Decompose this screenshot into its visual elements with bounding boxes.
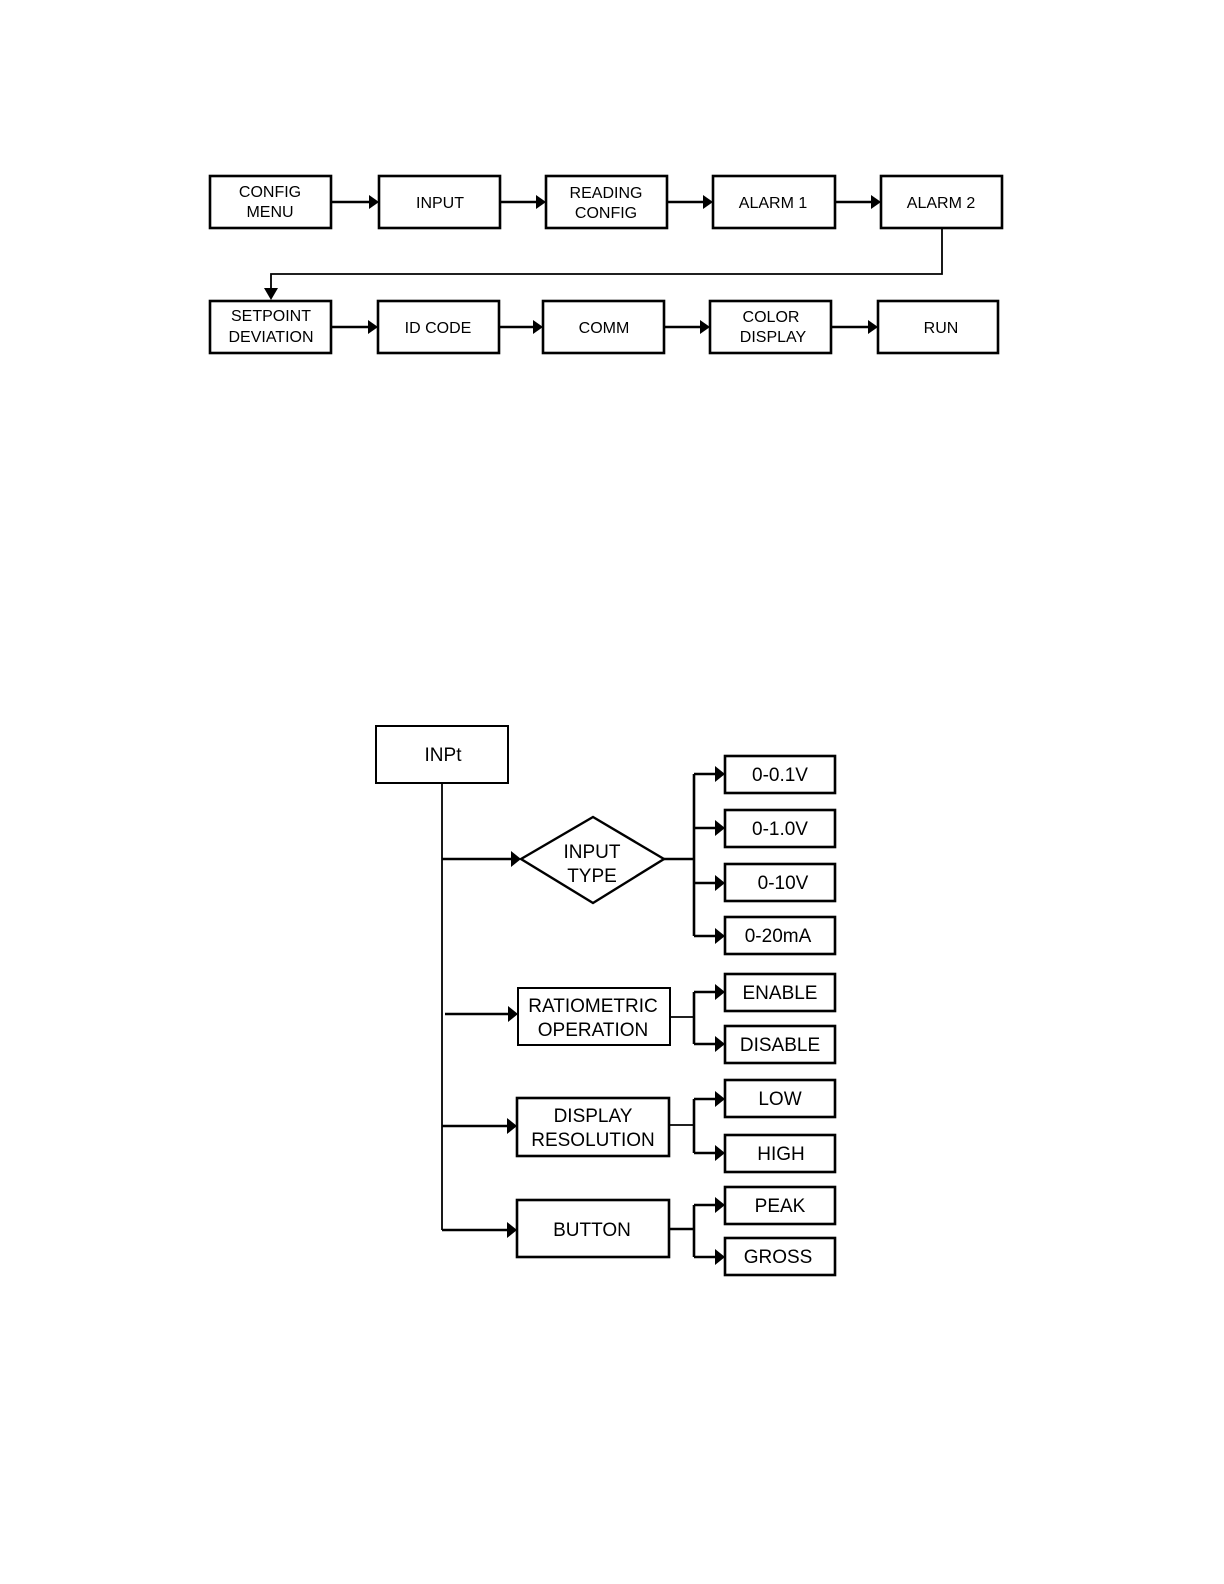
option-enable-box: ENABLE <box>725 974 835 1011</box>
input-type-label-1: INPUT <box>564 842 621 863</box>
setpoint-deviation-label-1: SETPOINT <box>231 308 311 325</box>
setpoint-deviation-label-2: DEVIATION <box>228 329 313 346</box>
option-high-box: HIGH <box>725 1135 835 1172</box>
display-resolution-box: DISPLAY RESOLUTION <box>517 1098 669 1156</box>
ratiometric-operation-label-2: OPERATION <box>538 1020 649 1041</box>
option-gross-label: GROSS <box>744 1247 813 1268</box>
run-box: RUN <box>878 301 998 353</box>
option-enable-label: ENABLE <box>743 983 818 1004</box>
color-display-label-2: DISPLAY <box>740 329 807 346</box>
inpt-root-label: INPt <box>425 745 463 766</box>
config-menu-label-2: MENU <box>246 204 293 221</box>
option-low-label: LOW <box>758 1089 801 1110</box>
button-label: BUTTON <box>553 1220 631 1241</box>
id-code-box: ID CODE <box>378 301 499 353</box>
ratiometric-operation-box: RATIOMETRIC OPERATION <box>518 988 670 1045</box>
option-0-0-1v-label: 0-0.1V <box>752 765 808 786</box>
id-code-label: ID CODE <box>405 320 472 337</box>
alarm-1-box: ALARM 1 <box>713 176 835 228</box>
option-0-1-0v-label: 0-1.0V <box>752 819 808 840</box>
option-0-1-0v-box: 0-1.0V <box>725 810 835 847</box>
reading-config-label-1: READING <box>570 185 643 202</box>
option-0-10v-label: 0-10V <box>758 873 809 894</box>
setpoint-deviation-box: SETPOINT DEVIATION <box>210 301 331 353</box>
reading-config-box: READING CONFIG <box>546 176 667 228</box>
option-disable-box: DISABLE <box>725 1026 835 1063</box>
alarm-1-label: ALARM 1 <box>739 195 808 212</box>
option-gross-box: GROSS <box>725 1238 835 1275</box>
config-menu-label-1: CONFIG <box>239 184 301 201</box>
option-low-box: LOW <box>725 1080 835 1117</box>
display-resolution-label-1: DISPLAY <box>554 1106 633 1127</box>
option-peak-label: PEAK <box>755 1196 806 1217</box>
comm-label: COMM <box>579 320 630 337</box>
color-display-label-1: COLOR <box>743 309 800 326</box>
option-0-0-1v-box: 0-0.1V <box>725 756 835 793</box>
color-display-box: COLOR DISPLAY <box>710 301 831 353</box>
alarm-2-box: ALARM 2 <box>881 176 1002 228</box>
config-menu-box: CONFIG MENU <box>210 176 331 228</box>
option-peak-box: PEAK <box>725 1187 835 1224</box>
input-label: INPUT <box>416 195 464 212</box>
inpt-root-box: INPt <box>376 726 508 783</box>
reading-config-label-2: CONFIG <box>575 205 637 222</box>
option-high-label: HIGH <box>757 1144 805 1165</box>
alarm-2-label: ALARM 2 <box>907 195 976 212</box>
comm-box: COMM <box>543 301 664 353</box>
option-disable-label: DISABLE <box>740 1035 820 1056</box>
input-type-diamond: INPUT TYPE <box>521 817 664 903</box>
option-0-10v-box: 0-10V <box>725 864 835 901</box>
option-0-20ma-label: 0-20mA <box>745 926 812 947</box>
run-label: RUN <box>924 320 959 337</box>
button-box: BUTTON <box>517 1200 669 1257</box>
input-box: INPUT <box>379 176 500 228</box>
option-0-20ma-box: 0-20mA <box>725 917 835 954</box>
display-resolution-label-2: RESOLUTION <box>531 1130 655 1151</box>
input-type-label-2: TYPE <box>567 866 617 887</box>
ratiometric-operation-label-1: RATIOMETRIC <box>528 996 657 1017</box>
